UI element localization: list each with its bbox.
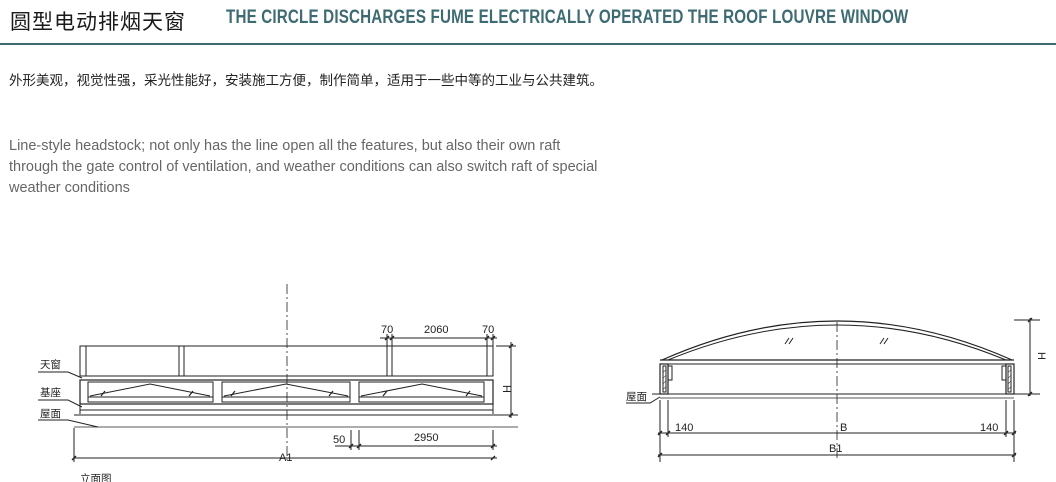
- header-divider: [0, 43, 1056, 45]
- description-english: Line-style headstock; not only has the l…: [9, 138, 598, 196]
- dim-left-140: 140: [675, 422, 693, 434]
- dim-mid-b: B: [840, 422, 847, 434]
- page-title-chinese: 圆型电动排烟天窗: [10, 10, 186, 34]
- page-title-english: THE CIRCLE DISCHARGES FUME ELECTRICALLY …: [226, 7, 909, 28]
- dim-bottom-left: 50: [333, 434, 345, 446]
- drawing-caption: 立面图: [80, 472, 112, 482]
- dim-total-b1: B1: [829, 443, 842, 455]
- dim-top-right: 70: [482, 324, 494, 336]
- dim-total-a1: A1: [279, 452, 292, 464]
- description-chinese: 外形美观，视觉性强，采光性能好，安装施工方便，制作简单，适用于一些中等的工业与公…: [9, 73, 603, 89]
- elevation-drawing: [38, 284, 518, 462]
- dim-top-left: 70: [381, 324, 393, 336]
- label-skylight: 天窗: [40, 358, 61, 371]
- label-base: 基座: [40, 386, 61, 399]
- dim-right-140: 140: [980, 422, 998, 434]
- header: 圆型电动排烟天窗 THE CIRCLE DISCHARGES FUME ELEC…: [0, 0, 1056, 45]
- label-roof-right: 屋面: [626, 391, 647, 403]
- label-roof: 屋面: [40, 408, 61, 420]
- dim-height-right: H: [1035, 352, 1047, 360]
- dim-height-left: H: [500, 385, 512, 393]
- dim-bottom-right: 2950: [414, 432, 438, 444]
- section-drawing: [626, 317, 1040, 462]
- dim-top-mid: 2060: [424, 324, 448, 336]
